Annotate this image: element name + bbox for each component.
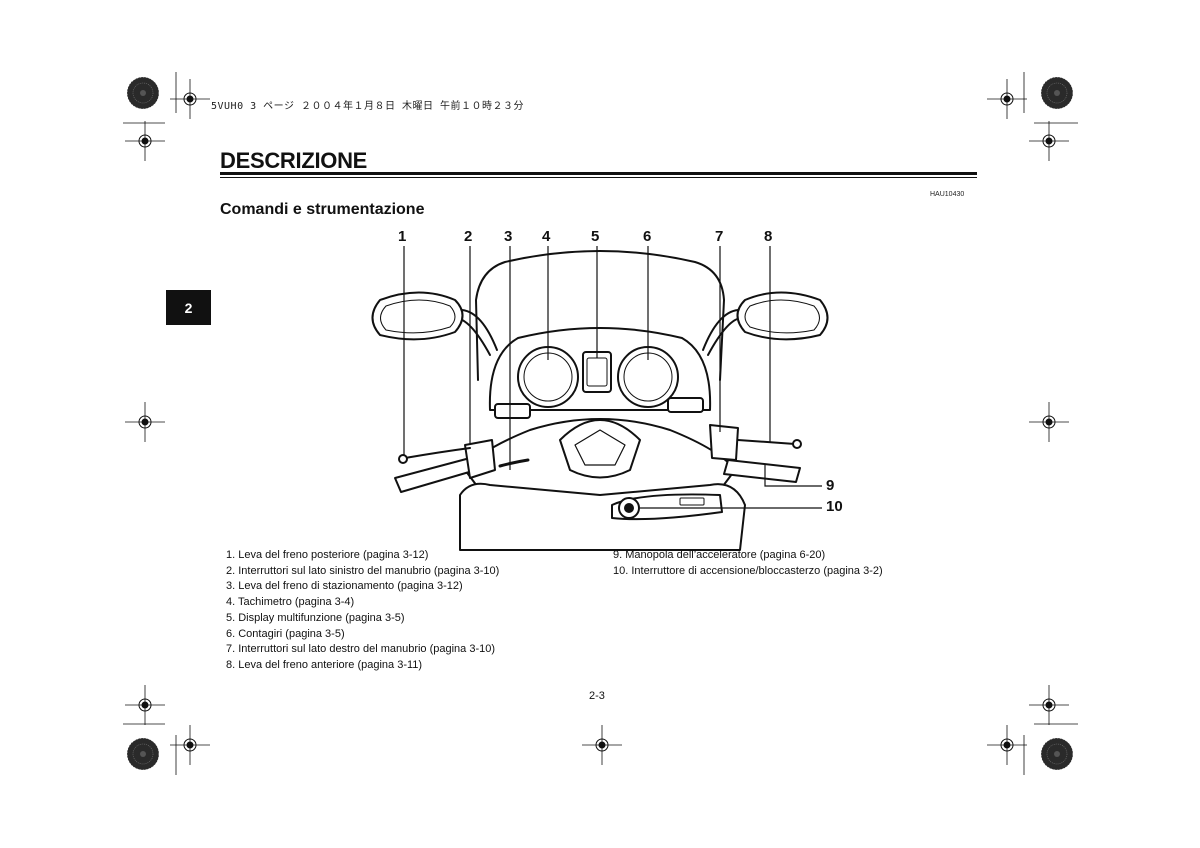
callout-2: 2 <box>464 228 473 245</box>
title-rule-thin <box>220 177 977 178</box>
list-item: 3. Leva del freno di stazionamento (pagi… <box>226 580 463 593</box>
list-item: 5. Display multifunzione (pagina 3-5) <box>226 611 405 624</box>
callout-8: 8 <box>764 228 773 245</box>
page-number: 2-3 <box>589 690 605 702</box>
page-title: DESCRIZIONE <box>220 148 368 173</box>
title-rule-thick <box>220 172 977 175</box>
section-code: HAU10430 <box>930 191 965 198</box>
list-item: 2. Interruttori sul lato sinistro del ma… <box>226 564 500 577</box>
section-title: Comandi e strumentazione <box>220 201 425 218</box>
callout-9: 9 <box>826 477 835 494</box>
callout-7: 7 <box>715 228 724 245</box>
print-info-header: 5VUH0 3 ページ ２００４年１月８日 木曜日 午前１０時２３分 <box>211 101 525 112</box>
chapter-tab: 2 <box>166 290 211 325</box>
callout-10: 10 <box>826 498 843 515</box>
callout-5: 5 <box>591 228 600 245</box>
callout-1: 1 <box>398 228 407 245</box>
callout-6: 6 <box>643 228 652 245</box>
list-item: 1. Leva del freno posteriore (pagina 3-1… <box>226 549 429 561</box>
legend-list-left: 1. Leva del freno posteriore (pagina 3-1… <box>226 548 499 674</box>
list-item: 10. Interruttore di accensione/bloccaste… <box>613 564 883 577</box>
list-item: 8. Leva del freno anteriore (pagina 3-11… <box>226 658 423 671</box>
list-item: 7. Interruttori sul lato destro del manu… <box>226 643 496 656</box>
legend-list-right: 9. Manopola dell’acceleratore (pagina 6-… <box>613 548 883 579</box>
list-item: 9. Manopola dell’acceleratore (pagina 6-… <box>613 549 826 561</box>
list-item: 6. Contagiri (pagina 3-5) <box>226 627 345 640</box>
callout-3: 3 <box>504 228 513 245</box>
callout-4: 4 <box>542 228 551 245</box>
list-item: 4. Tachimetro (pagina 3-4) <box>226 596 355 609</box>
